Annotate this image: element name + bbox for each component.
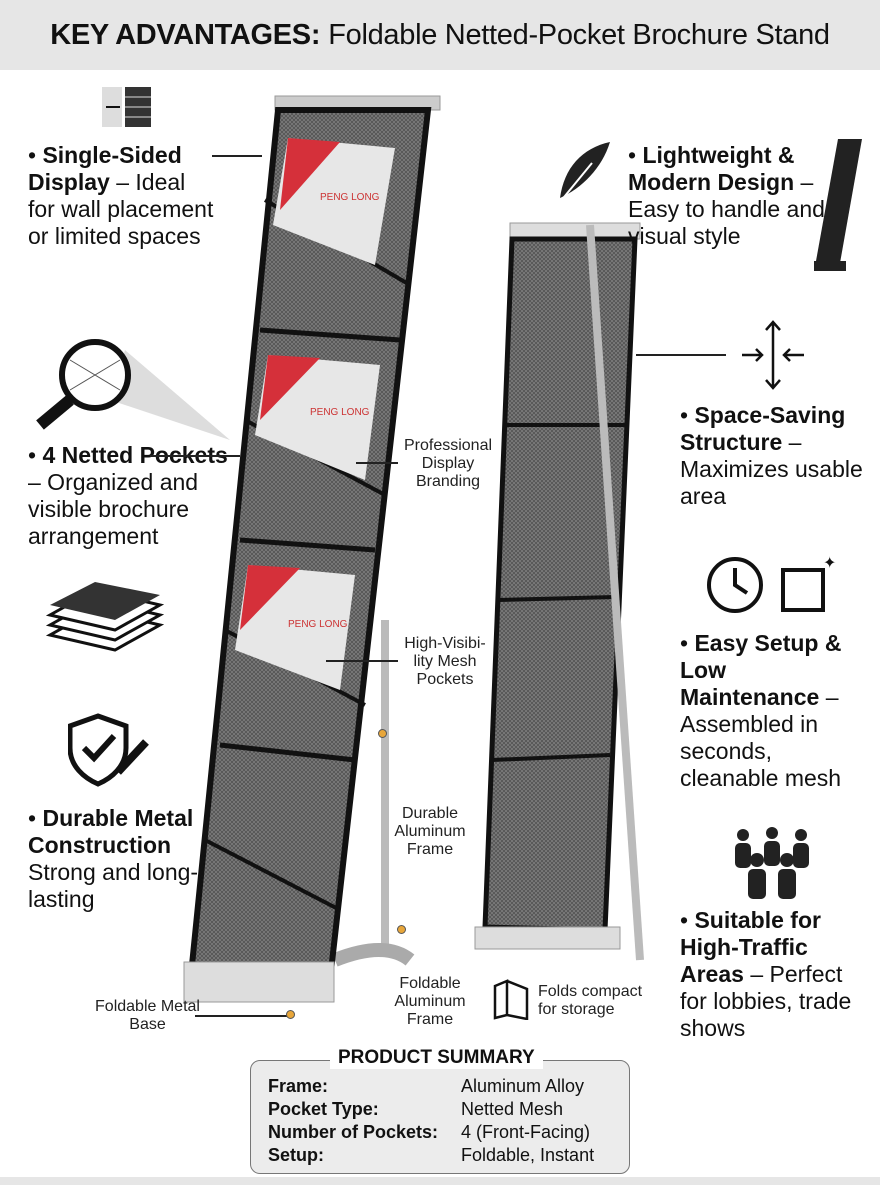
feature-title: Suitable for High-Traffic Areas [680, 907, 821, 987]
footer-bar [0, 1177, 880, 1185]
summary-row: Setup: Foldable, Instant [268, 1144, 618, 1166]
feature-desc: – Maximizes usable area [680, 429, 863, 509]
callout-dot [378, 729, 387, 738]
callout-line [195, 1015, 287, 1017]
product-summary-box [250, 1060, 630, 1174]
summary-key: Number of Pockets: [268, 1122, 439, 1142]
callout-base: Foldable Metal Base [95, 998, 200, 1033]
callout-folds: Folds compact for storage [538, 983, 643, 1018]
callout-dot [397, 925, 406, 934]
feature-title: Easy Setup & Low Maintenance [680, 630, 842, 710]
crowd-icon [735, 827, 809, 899]
summary-value: 4 (Front-Facing) [461, 1122, 591, 1142]
callout-frame-durable: Durable Aluminum Frame [394, 805, 466, 858]
feature-desc: – Ideal for wall placement or limited sp… [28, 169, 214, 249]
feature-lightweight: • Lightweight & Modern Design – Easy to … [628, 142, 825, 249]
brochure-brand: PENG LONG [310, 407, 370, 418]
page-title: KEY ADVANTAGES:Foldable Netted-Pocket Br… [0, 0, 880, 70]
feature-desc: – Perfect for lobbies, trade shows [680, 961, 852, 1041]
feature-title: Lightweight & Modern Design [628, 142, 795, 195]
callout-branding: Professional Display Branding [403, 437, 493, 490]
feather-icon [559, 142, 610, 203]
summary-row: Frame: Aluminum Alloy [268, 1075, 618, 1097]
summary-key: Setup: [268, 1145, 324, 1165]
brochure-brand: PENG LONG [320, 192, 380, 203]
feature-netted-pockets: • 4 Netted Pockets – Organized and visib… [28, 442, 228, 549]
summary-value: Foldable, Instant [461, 1145, 595, 1165]
feature-desc: – Easy to handle and visual style [628, 169, 825, 249]
feature-desc: – Assembled in seconds, cleanable mesh [680, 684, 842, 791]
svg-text:✦: ✦ [823, 555, 836, 572]
summary-key: Frame: [268, 1076, 329, 1096]
rollup-banner-icon [814, 139, 862, 271]
fold-icon [493, 979, 529, 1020]
brochure-stand-side [474, 222, 644, 961]
feature-title: Space-Saving Structure [680, 402, 846, 455]
callout-mesh: High-Visibi-lity Mesh Pockets [404, 635, 486, 688]
summary-value: Netted Mesh [461, 1099, 564, 1119]
brochure-stand-front: PENG LONG PENG LONG PENG LONG [183, 95, 441, 1003]
callout-line [150, 455, 240, 457]
summary-value: Aluminum Alloy [461, 1076, 585, 1096]
summary-row: Number of Pockets: 4 (Front-Facing) [268, 1121, 618, 1143]
compress-arrows-icon [742, 320, 804, 390]
title-text: Foldable Netted-Pocket Brochure Stand [328, 18, 830, 51]
feature-durable-metal: • Durable Metal Construction Strong and … [28, 805, 199, 912]
feature-space-saving: • Space-Saving Structure – Maximizes usa… [680, 402, 863, 509]
callout-frame-foldable: Foldable Aluminum Frame [394, 975, 466, 1028]
brochure-brand: PENG LONG [288, 619, 348, 630]
feature-single-sided: • Single-Sided Display – Ideal for wall … [28, 142, 214, 249]
feature-title: Single-Sided Display [28, 142, 182, 195]
callout-line [636, 354, 726, 356]
feature-easy-setup: • Easy Setup & Low Maintenance – Assembl… [680, 630, 842, 791]
brochure-stack-icon [45, 582, 165, 652]
title-bold: KEY ADVANTAGES: [50, 18, 321, 51]
shield-wrench-icon [68, 713, 149, 787]
feature-high-traffic: • Suitable for High-Traffic Areas – Perf… [680, 907, 852, 1041]
callout-line [212, 155, 262, 157]
summary-key: Pocket Type: [268, 1099, 379, 1119]
product-summary-title: PRODUCT SUMMARY [330, 1047, 543, 1069]
summary-row: Pocket Type: Netted Mesh [268, 1098, 618, 1120]
callout-dot [286, 1010, 295, 1019]
feature-desc: Strong and long-lasting [28, 859, 199, 912]
callout-line [326, 660, 398, 662]
feature-title: Durable Metal Construction [28, 805, 194, 858]
callout-line [356, 462, 398, 464]
wall-mount-icon [102, 87, 151, 127]
feature-desc: – Organized and visible brochure arrange… [28, 469, 199, 549]
magnifier-mesh-icon [36, 339, 230, 440]
clock-cloth-icon: ✦ [707, 555, 836, 613]
